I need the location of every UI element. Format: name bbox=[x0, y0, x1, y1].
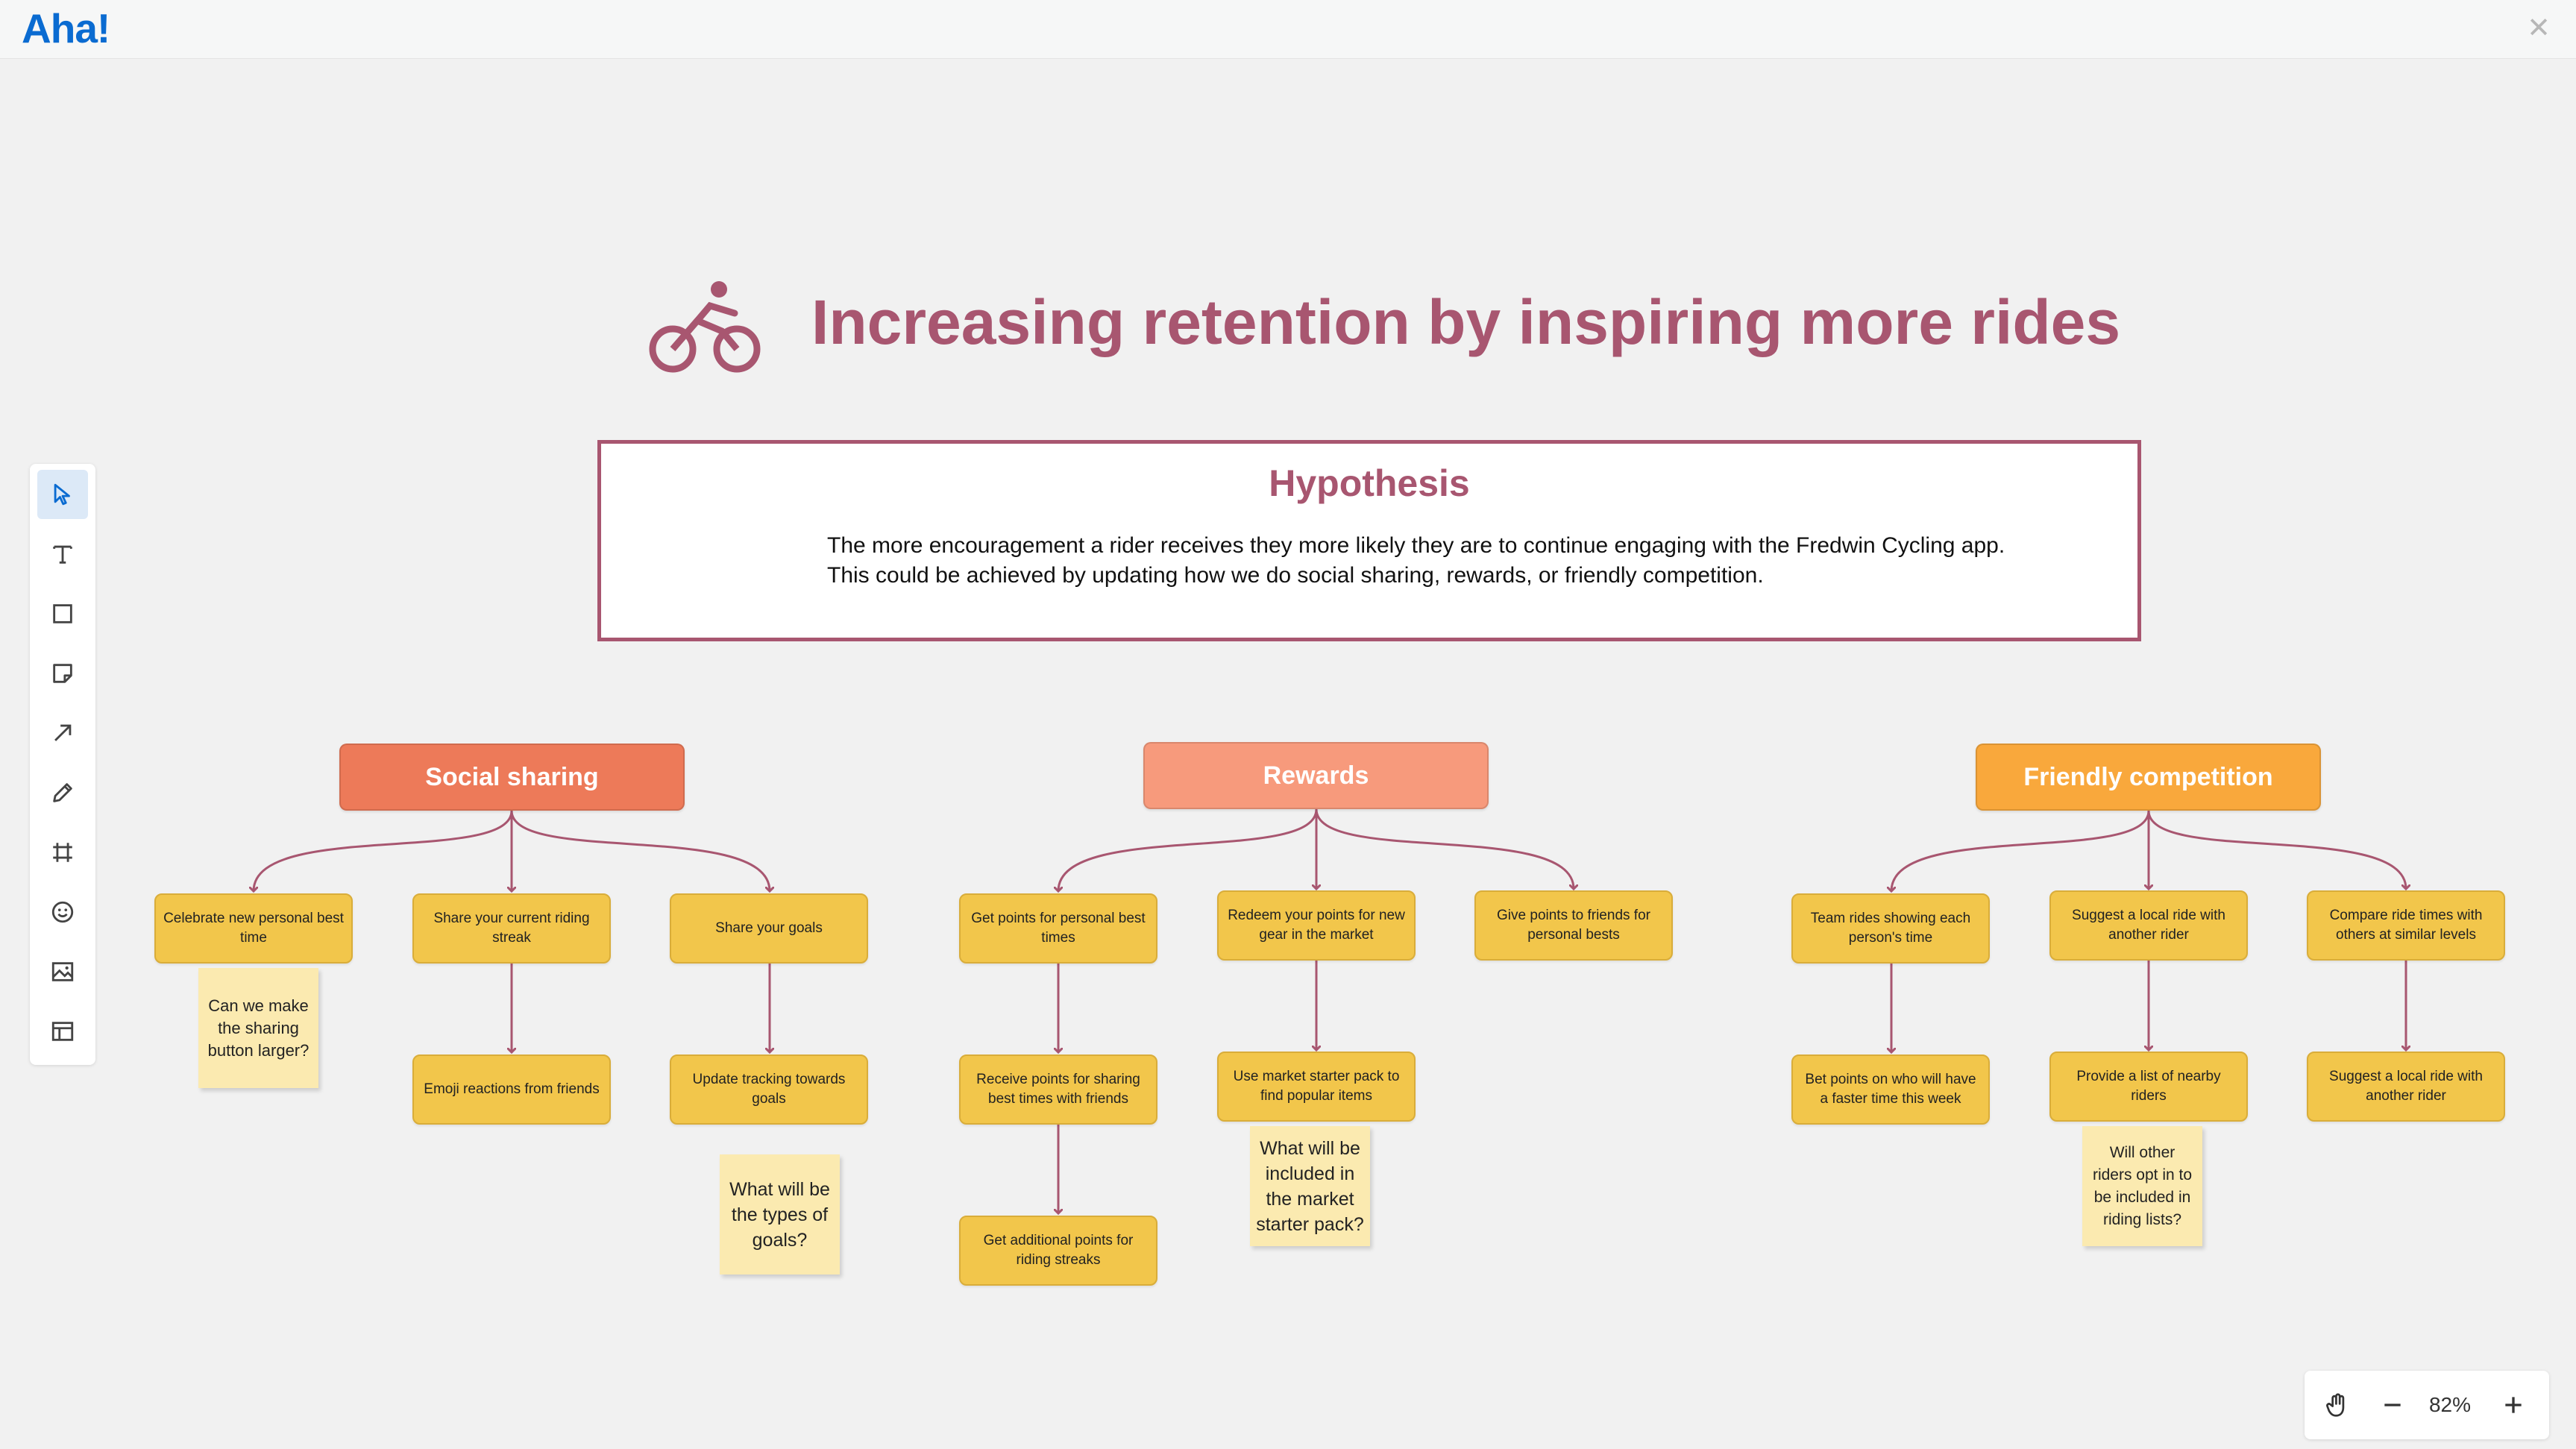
node-compare-ride-times[interactable]: Compare ride times with others at simila… bbox=[2307, 890, 2505, 961]
sticky-note-market-starter-pack[interactable]: What will be included in the market star… bbox=[1250, 1126, 1370, 1246]
node-celebrate-personal-best[interactable]: Celebrate new personal best time bbox=[154, 893, 353, 964]
node-team-rides[interactable]: Team rides showing each person's time bbox=[1791, 893, 1990, 964]
hypothesis-line-1: The more encouragement a rider receives … bbox=[827, 533, 2005, 558]
hypothesis-line-2: This could be achieved by updating how w… bbox=[827, 563, 1764, 588]
arrow-icon[interactable] bbox=[37, 708, 88, 758]
node-share-goals[interactable]: Share your goals bbox=[670, 893, 868, 964]
node-nearby-riders[interactable]: Provide a list of nearby riders bbox=[2049, 1052, 2248, 1122]
node-give-points[interactable]: Give points to friends for personal best… bbox=[1474, 890, 1673, 961]
node-additional-points[interactable]: Get additional points for riding streaks bbox=[959, 1216, 1157, 1286]
rider-head-icon bbox=[711, 281, 727, 298]
aha-logo[interactable]: Aha! bbox=[22, 5, 110, 51]
node-emoji-reactions[interactable]: Emoji reactions from friends bbox=[412, 1054, 611, 1125]
hand-icon[interactable] bbox=[2313, 1381, 2361, 1429]
left-toolbar bbox=[30, 464, 95, 1065]
connector bbox=[1891, 810, 2150, 891]
node-points-sharing[interactable]: Receive points for sharing best times wi… bbox=[959, 1054, 1157, 1125]
header-friendly-competition[interactable]: Friendly competition bbox=[1976, 744, 2321, 811]
sticky-note-riding-lists[interactable]: Will other riders opt in to be included … bbox=[2082, 1126, 2202, 1246]
shape-icon[interactable] bbox=[37, 589, 88, 638]
connector bbox=[254, 810, 513, 891]
connector bbox=[510, 810, 770, 891]
connector bbox=[1315, 808, 1574, 889]
frame-icon[interactable] bbox=[37, 828, 88, 877]
pointer-icon[interactable] bbox=[37, 470, 88, 519]
header-social-sharing[interactable]: Social sharing bbox=[339, 744, 685, 811]
sticky-note-goal-types[interactable]: What will be the types of goals? bbox=[720, 1154, 840, 1274]
top-bar: Aha! ✕ bbox=[0, 0, 2576, 59]
node-redeem-points[interactable]: Redeem your points for new gear in the m… bbox=[1217, 890, 1416, 961]
image-icon[interactable] bbox=[37, 947, 88, 996]
connector bbox=[1058, 808, 1318, 891]
zoom-controls: 82% bbox=[2305, 1371, 2549, 1439]
node-bet-points[interactable]: Bet points on who will have a faster tim… bbox=[1791, 1054, 1990, 1125]
node-points-personal-best[interactable]: Get points for personal best times bbox=[959, 893, 1157, 964]
emoji-icon[interactable] bbox=[37, 887, 88, 937]
sticky-note-icon[interactable] bbox=[37, 649, 88, 698]
board-title[interactable]: Increasing retention by inspiring more r… bbox=[811, 287, 2121, 357]
zoom-level: 82% bbox=[2428, 1393, 2472, 1416]
hypothesis-box[interactable]: Hypothesis The more encouragement a ride… bbox=[597, 440, 2141, 641]
pen-icon[interactable] bbox=[37, 768, 88, 817]
node-share-riding-streak[interactable]: Share your current riding streak bbox=[412, 893, 611, 964]
node-update-goal-tracking[interactable]: Update tracking towards goals bbox=[670, 1054, 868, 1125]
close-icon[interactable]: ✕ bbox=[2527, 13, 2551, 44]
node-market-starter-pack[interactable]: Use market starter pack to find popular … bbox=[1217, 1052, 1416, 1122]
zoom-out-button[interactable] bbox=[2372, 1381, 2413, 1429]
text-icon[interactable] bbox=[37, 529, 88, 579]
node-suggest-local-ride[interactable]: Suggest a local ride with another rider bbox=[2049, 890, 2248, 961]
zoom-in-button[interactable] bbox=[2491, 1381, 2536, 1429]
node-suggest-local-ride-2[interactable]: Suggest a local ride with another rider bbox=[2307, 1052, 2505, 1122]
hypothesis-heading: Hypothesis bbox=[1269, 462, 1470, 504]
template-icon[interactable] bbox=[37, 1007, 88, 1056]
header-rewards[interactable]: Rewards bbox=[1143, 742, 1489, 809]
connector bbox=[2147, 810, 2406, 889]
sticky-note-sharing-button[interactable]: Can we make the sharing button larger? bbox=[198, 968, 318, 1088]
bicycle-icon bbox=[649, 301, 761, 373]
